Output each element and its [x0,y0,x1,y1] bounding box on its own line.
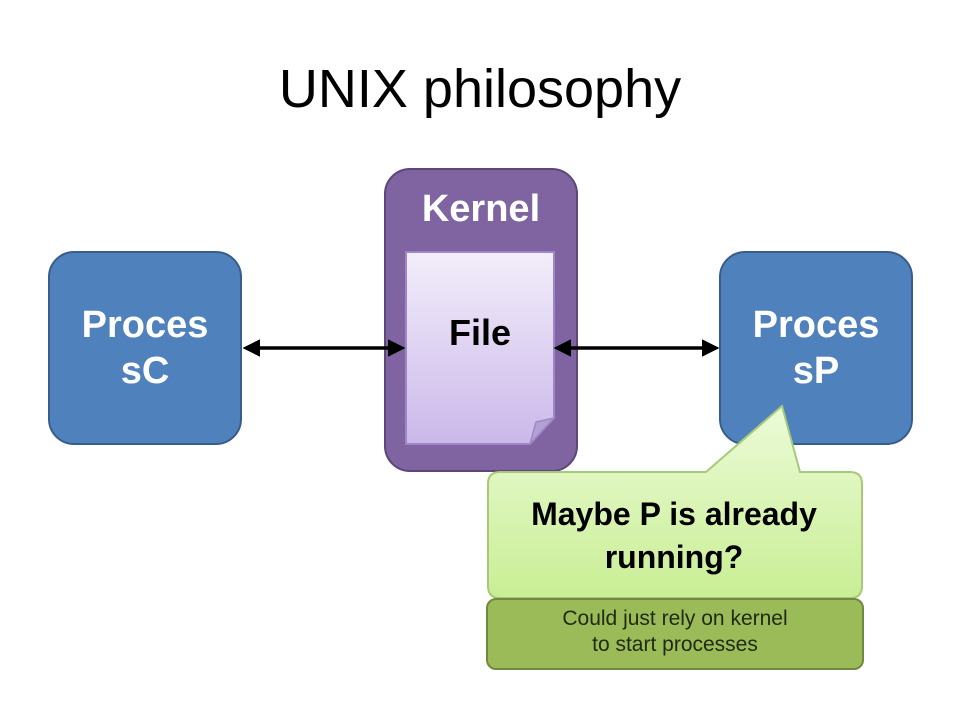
process-p-box: Proces sP [719,251,913,445]
process-c-box: Proces sC [48,251,242,445]
process-c-label-line2: sC [120,350,170,392]
process-c-label-line1: Proces [81,304,209,346]
callout-bubble [487,404,863,599]
process-p-label-line1: Proces [752,304,880,346]
callout-line2: running? [604,539,744,575]
kernel-label: Kernel [421,188,541,230]
file-document-icon [405,251,557,445]
callout-line1: Maybe P is already [531,496,817,532]
callout-text: Maybe P is already running? [492,493,856,579]
note-line2: to start processes [592,633,758,656]
note-line1: Could just rely on kernel [562,607,788,630]
slide-title: UNIX philosophy [278,59,682,119]
file-label: File [448,312,511,353]
note-box: Could just rely on kernel to start proce… [486,598,864,670]
process-p-label-line2: sP [792,350,840,392]
